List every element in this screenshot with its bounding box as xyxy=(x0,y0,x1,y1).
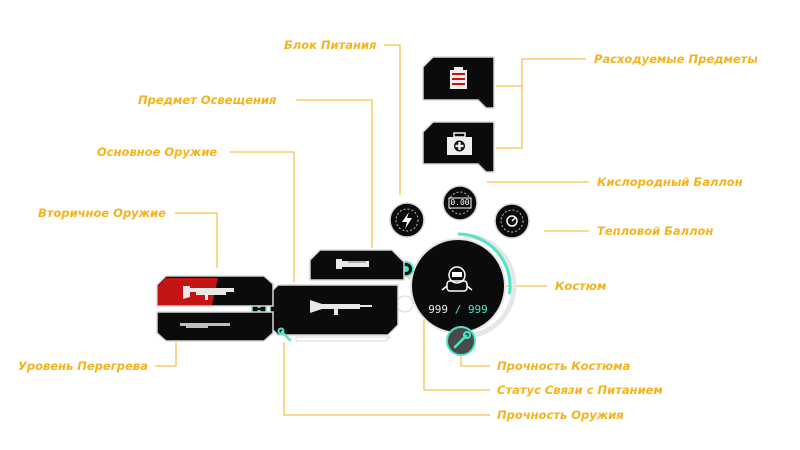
secondary-weapon-slot[interactable] xyxy=(156,275,274,342)
consumable-slot-2[interactable] xyxy=(422,121,495,173)
leader-light-item xyxy=(296,99,373,248)
primary-weapon-slot[interactable] xyxy=(269,284,399,342)
heat-tank-slot[interactable] xyxy=(494,203,530,239)
wrench-icon xyxy=(277,327,292,342)
label-primary-weapon: Основное Оружие xyxy=(97,145,218,159)
consumable-slot-1[interactable] xyxy=(422,56,495,109)
label-suit: Костюм xyxy=(555,279,607,293)
light-item-slot[interactable] xyxy=(309,249,405,281)
medkit-icon xyxy=(447,132,472,155)
shotgun-icon xyxy=(180,323,230,328)
weapon-durability-badge xyxy=(277,327,292,342)
suit-dial[interactable] xyxy=(410,232,517,339)
label-consumables: Расходуемые Предметы xyxy=(594,52,758,66)
wrench-icon xyxy=(453,331,471,349)
oxygen-readout: 0.00 xyxy=(450,198,470,207)
leader-consumables-top xyxy=(496,58,586,87)
suit-stats: 999 / 999 xyxy=(418,303,498,317)
power-link-indicator xyxy=(396,261,414,313)
label-power-link-status: Статус Связи с Питанием xyxy=(497,383,663,397)
label-secondary-weapon: Вторичное Оружие xyxy=(38,206,166,220)
flashlight-icon xyxy=(336,259,369,269)
leader-primary-weapon xyxy=(230,151,295,282)
suit-helmet-icon xyxy=(441,266,473,292)
label-overheat-level: Уровень Перегрева xyxy=(18,359,148,373)
suit-durability-badge xyxy=(446,326,476,356)
label-light-item: Предмет Освещения xyxy=(138,93,277,107)
label-power-unit: Блок Питания xyxy=(284,38,377,52)
suit-integrity-arc xyxy=(457,232,512,295)
leader-suit-durability xyxy=(460,354,490,367)
power-link-node xyxy=(396,295,414,313)
label-suit-durability: Прочность Костюма xyxy=(497,359,631,373)
suit-stat-max: 999 xyxy=(467,303,488,316)
battery-cell-icon xyxy=(450,67,467,89)
heat-gauge-icon xyxy=(506,215,518,227)
suit-stat-current: 999 xyxy=(428,303,449,316)
weapon-durability-bar xyxy=(295,336,392,342)
power-unit-slot[interactable] xyxy=(389,202,425,238)
leader-secondary-weapon xyxy=(175,212,218,268)
label-weapon-durability: Прочность Оружия xyxy=(497,408,624,422)
secondary-weapon-slot-lower[interactable] xyxy=(156,311,274,342)
label-heat-tank: Тепловой Баллон xyxy=(597,224,714,238)
leader-consumables-bottom xyxy=(496,86,523,149)
lightning-icon xyxy=(402,212,412,229)
shotgun-icon xyxy=(183,286,234,300)
leader-weapon-durability xyxy=(283,342,490,416)
oxygen-tank-slot[interactable] xyxy=(442,185,478,221)
rifle-icon xyxy=(310,300,372,315)
suit-stat-separator: / xyxy=(454,303,462,316)
label-oxygen-tank: Кислородный Баллон xyxy=(597,175,743,189)
leader-power-unit xyxy=(384,44,401,195)
